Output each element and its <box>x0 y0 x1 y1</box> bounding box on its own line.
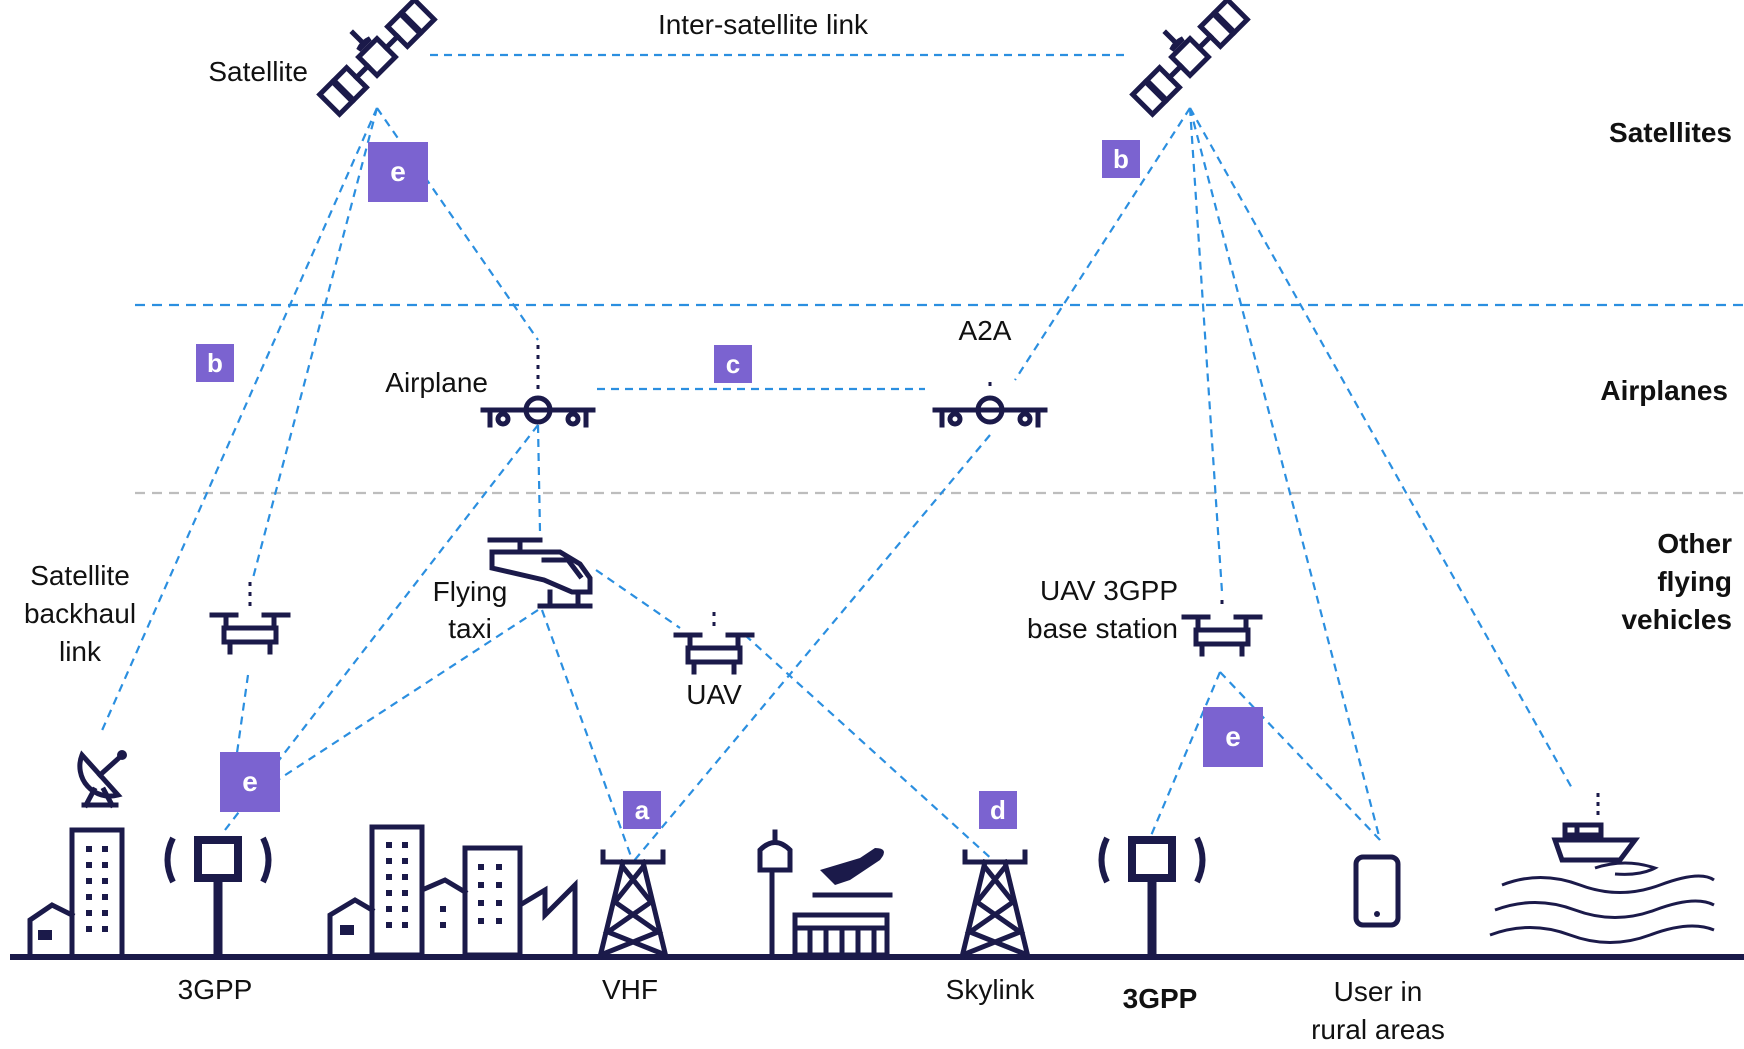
flying-taxi-label: Flying taxi <box>432 576 508 644</box>
drone-icon <box>209 582 291 655</box>
ground-3gpp-left-label: 3GPP <box>177 974 253 1005</box>
badge-e-ground: e <box>220 752 280 812</box>
airplane-to-helicopter-link <box>536 424 542 533</box>
ground-vhf-label: VHF <box>602 974 658 1005</box>
satellite-label: Satellite <box>208 56 308 87</box>
layer-satellites-label: Satellites <box>1609 117 1732 148</box>
city-icon <box>327 824 578 958</box>
ship-icon <box>1489 793 1715 944</box>
antenna-icon <box>164 836 272 957</box>
airplane-label: Airplane <box>385 367 488 398</box>
satellite-backhaul-link-label: Satellite backhaul link <box>23 560 137 667</box>
layer-airplanes-label: Airplanes <box>1600 375 1728 406</box>
sat1-to-drone-link <box>251 107 379 579</box>
airplane2-to-vhf-link <box>632 434 991 863</box>
uav-bs-to-user-link <box>1219 671 1381 841</box>
sat2-to-ship-link <box>1189 107 1574 791</box>
inter-satellite-link-label: Inter-satellite link <box>657 9 869 40</box>
airplane-icon <box>480 345 596 428</box>
badge-e-uav-bs: e <box>1203 707 1263 767</box>
ground-user-label: User in rural areas <box>1311 976 1445 1045</box>
uav-to-skylink-link <box>744 634 996 863</box>
satellite-icon <box>1129 0 1251 118</box>
badge-b-satellite: b <box>1102 140 1140 178</box>
badge-a-vhf: a <box>623 791 661 829</box>
uav-bs-to-3gpp-link <box>1148 671 1222 839</box>
airplane-icon <box>932 382 1048 428</box>
helicopter-to-3gpp-link <box>269 609 539 786</box>
drone-icon <box>673 612 755 675</box>
badge-d-skylink: d <box>979 791 1017 829</box>
badge-b-backhaul: b <box>196 344 234 382</box>
sat2-to-uav-bs-link <box>1188 107 1224 593</box>
sat2-to-user-link <box>1188 107 1382 841</box>
satellite-icon <box>316 0 438 118</box>
badge-c-a2a: c <box>714 345 752 383</box>
ground-skylink-label: Skylink <box>945 974 1035 1005</box>
sat1-to-dish-link <box>98 107 379 736</box>
airport-icon <box>757 829 893 958</box>
badge-e-satellite: e <box>368 142 428 202</box>
helicopter-to-vhf-link <box>540 609 635 863</box>
radio-tower-icon <box>958 849 1032 961</box>
layer-other-flying-label: Other flying vehicles <box>1621 528 1732 635</box>
satellite-dish-icon <box>77 750 127 809</box>
drone-to-3gpp-link <box>234 674 250 761</box>
building-icon <box>27 827 125 960</box>
links <box>98 53 1574 863</box>
uav-3gpp-base-station-label: UAV 3GPP base station <box>1027 575 1178 644</box>
helicopter-icon <box>487 537 593 609</box>
helicopter-to-uav-link <box>595 569 681 629</box>
smartphone-icon <box>1353 854 1401 928</box>
sat2-to-a2a-link <box>1014 107 1191 381</box>
ground-3gpp-right-label: 3GPP <box>1122 983 1198 1014</box>
drone-icon <box>1181 600 1263 657</box>
a2a-label: A2A <box>958 315 1012 346</box>
antenna-icon <box>1098 836 1206 957</box>
radio-tower-icon <box>596 849 670 961</box>
uav-label: UAV <box>686 679 742 710</box>
